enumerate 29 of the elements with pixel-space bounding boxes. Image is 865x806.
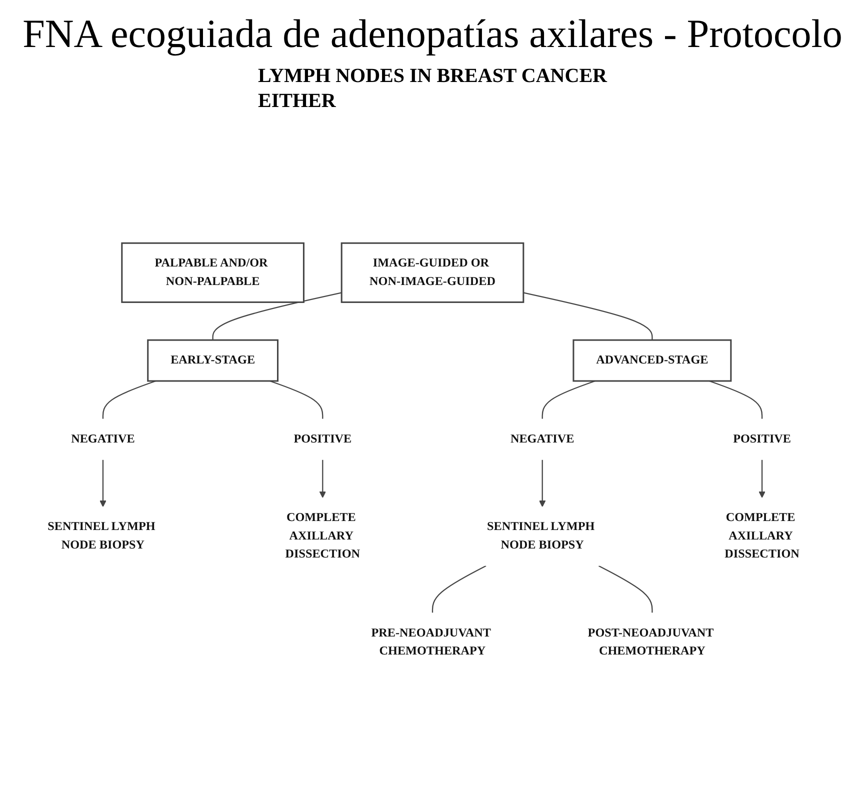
connector [523,292,653,340]
arrow [539,460,546,508]
connector [212,292,342,340]
diagram-label: LYMPH NODES IN BREAST CANCER [258,65,607,88]
node-text: COMPLETE AXILLARY DISSECTION [285,511,360,561]
connector [270,380,324,419]
node-text: PRE-NEOADJUVANT CHEMOTHERAPY [371,626,491,658]
connector [102,380,156,419]
node-box: IMAGE-GUIDED OR NON-IMAGE-GUIDED [340,242,524,303]
page-title: FNA ecoguiada de adenopatías axilares - Protocolo [22,10,842,57]
arrow [319,460,326,498]
node-text: NEGATIVE [510,432,574,446]
node-box: ADVANCED-STAGE [572,339,732,382]
connector [709,380,763,419]
connector [598,565,653,613]
connector [432,565,486,613]
node-text: POSITIVE [733,432,791,446]
connector [542,380,596,419]
node-text: SENTINEL LYMPH NODE BIOPSY [486,520,595,552]
node-box: PALPABLE AND/OR NON-PALPABLE [121,242,304,303]
node-text: SENTINEL LYMPH NODE BIOPSY [48,520,156,552]
node-text: POST-NEOADJUVANT CHEMOTHERAPY [588,626,714,658]
node-box: EARLY-STAGE [147,339,279,382]
diagram-label: EITHER [258,90,337,113]
node-text: COMPLETE AXILLARY DISSECTION [724,511,800,561]
arrow [758,460,766,498]
arrow [100,460,106,508]
node-text: NEGATIVE [71,432,135,446]
node-text: POSITIVE [294,432,352,446]
